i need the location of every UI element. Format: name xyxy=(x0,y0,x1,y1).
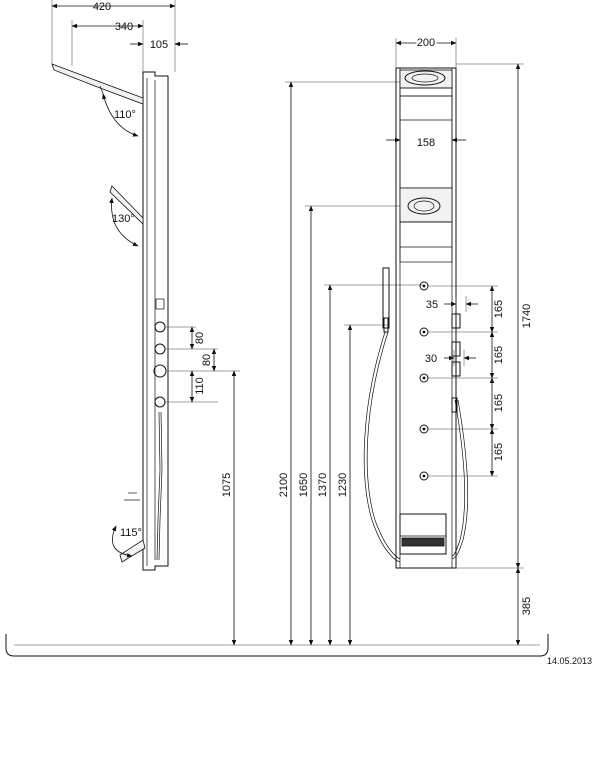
angle-top-label: 110° xyxy=(114,109,136,121)
dim-105: 105 xyxy=(150,39,168,51)
angle-mid-label: 130° xyxy=(112,213,135,225)
dim-80-b: 80 xyxy=(201,354,213,366)
dim-35: 35 xyxy=(426,299,438,311)
dim-420: 420 xyxy=(93,1,111,13)
angle-bottom-label: 115° xyxy=(120,527,142,539)
dim-80-a: 80 xyxy=(194,332,206,344)
dim-1370: 1370 xyxy=(317,473,329,497)
dim-165-1: 165 xyxy=(493,300,505,318)
front-panel xyxy=(395,67,457,569)
dim-158: 158 xyxy=(417,137,435,149)
side-jet-2 xyxy=(154,343,166,355)
side-diverter xyxy=(154,396,166,408)
dim-30: 30 xyxy=(425,353,437,365)
dim-1740: 1740 xyxy=(521,304,533,328)
dim-200: 200 xyxy=(417,37,435,49)
height-dimensions: 2100 1650 1370 1230 xyxy=(278,81,424,646)
dim-165-2: 165 xyxy=(493,346,505,364)
side-seat xyxy=(119,539,146,563)
floor-line xyxy=(5,634,549,657)
drawing-date: 14.05.2013 xyxy=(547,656,592,666)
dim-2100: 2100 xyxy=(278,473,290,497)
front-view: 200 158 35 30 165 165 165 165 xyxy=(363,35,533,646)
dim-340: 340 xyxy=(115,21,133,33)
side-view: 110° 130° 115° 420 340 105 80 80 110 107… xyxy=(51,0,240,646)
side-control-knob xyxy=(153,364,167,378)
side-jet-1 xyxy=(154,321,166,333)
dim-165-4: 165 xyxy=(493,443,505,461)
dim-1075: 1075 xyxy=(221,473,233,497)
dim-1230: 1230 xyxy=(337,473,349,497)
side-panel xyxy=(142,71,169,571)
side-overhead-shower xyxy=(51,63,144,105)
dim-385: 385 xyxy=(521,597,533,615)
dim-110: 110 xyxy=(194,377,206,395)
front-seat xyxy=(399,513,447,555)
dim-1650: 1650 xyxy=(298,473,310,497)
dim-165-3: 165 xyxy=(493,394,505,412)
front-rain-shower-head xyxy=(404,70,446,86)
front-head-shower xyxy=(407,197,441,215)
